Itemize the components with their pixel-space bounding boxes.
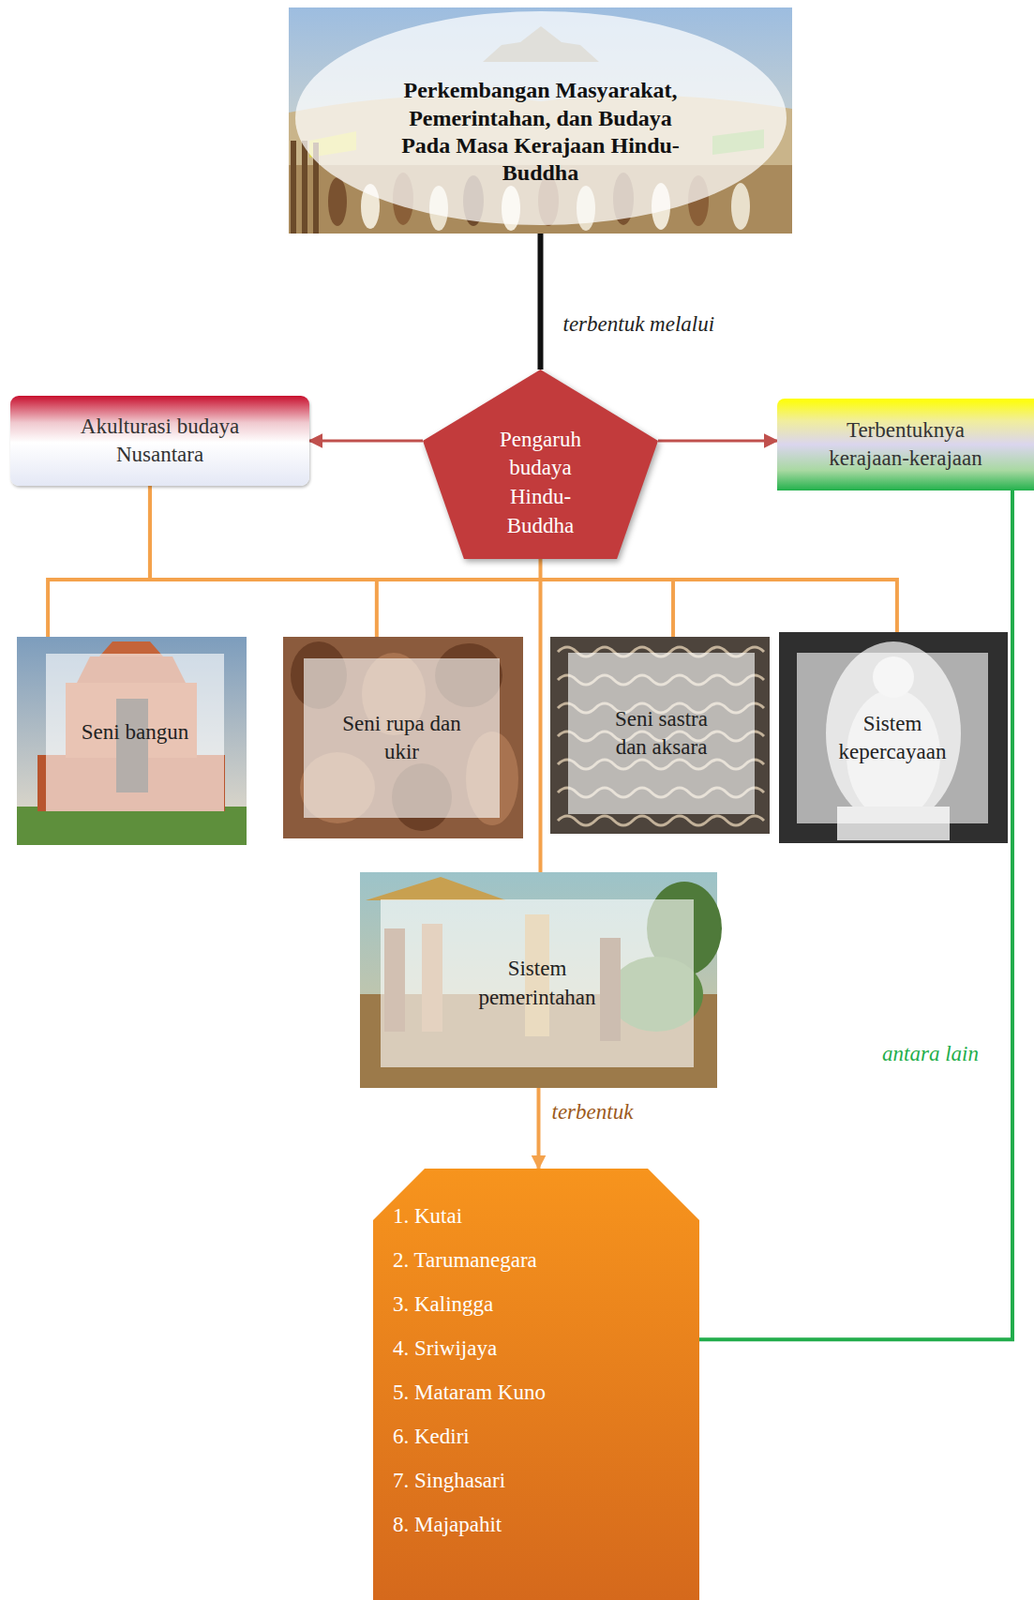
node-text: Pengaruh budaya Hindu-Buddha [488, 425, 593, 540]
text-holder: Terbentuknya kerajaan-kerajaan [777, 398, 1034, 491]
edge-label: terbentuk [552, 1098, 634, 1125]
image-card: Sistem pemerintahan [359, 871, 718, 1088]
image-card: Seni rupa dan ukir [283, 636, 524, 839]
text-holder: Pengaruh budaya Hindu-Buddha [488, 406, 593, 559]
text-holder: Akulturasi budaya Nusantara [10, 395, 310, 486]
illustration-shape [731, 182, 750, 230]
image-card: Seni sastra dan aksara [550, 636, 770, 834]
pentagon-node: Pengaruh budaya Hindu-Buddha [422, 369, 659, 559]
list-item: 5. Mataram Kuno [392, 1369, 546, 1414]
list-item: 1. Kutai [392, 1193, 463, 1238]
list-item: 6. Kediri [392, 1413, 470, 1458]
text-holder: Perkembangan Masyarakat, Pemerintahan, d… [382, 44, 699, 220]
category-box: Terbentuknya kerajaan-kerajaan [777, 398, 1034, 491]
illustration-shape [550, 636, 770, 834]
connector [149, 485, 377, 637]
pentagon-shape [422, 369, 659, 559]
illustration-shape [359, 871, 718, 1088]
illustration-shape [288, 7, 793, 234]
illustration-shape [16, 806, 247, 845]
text-panel: Seni rupa dan ukir [303, 658, 500, 818]
node-text: Sistem kepercayaan [822, 709, 963, 767]
list-item: 7. Singhasari [392, 1457, 506, 1502]
title-box: Perkembangan Masyarakat, Pemerintahan, d… [288, 7, 793, 234]
illustration-shape [365, 876, 507, 900]
text-panel: Sistem pemerintahan [380, 899, 694, 1067]
list-shape [373, 1168, 700, 1600]
list-item: 4. Sriwijaya [392, 1325, 497, 1370]
connector [699, 490, 1013, 1339]
edge-label: terbentuk melalui [563, 311, 716, 338]
connector [47, 485, 150, 637]
statue-photo [779, 631, 1008, 843]
illustration-shape [283, 636, 524, 839]
list-item: 3. Kalingga [392, 1281, 494, 1326]
text-panel: Seni bangun [45, 653, 225, 811]
illustration-shape [557, 815, 765, 825]
node-text: Terbentuknya kerajaan-kerajaan [811, 416, 1000, 474]
festival-painting [288, 7, 793, 234]
text-holder: 1. Kutai2. Tarumanegara3. Kalingga4. Sri… [373, 1168, 700, 1600]
node-text: Seni sastra dan aksara [598, 704, 725, 763]
node-text: Akulturasi budaya Nusantara [66, 412, 255, 470]
node-text: Sistem pemerintahan [466, 954, 608, 1012]
image-card: Sistem kepercayaan [779, 631, 1008, 843]
connector [658, 438, 778, 442]
kingdom-list: 1. Kutai2. Tarumanegara3. Kalingga4. Sri… [373, 1168, 700, 1600]
edge-label: antara lain [882, 1040, 979, 1067]
connector [538, 233, 544, 370]
list-item: 2. Tarumanegara [392, 1237, 538, 1282]
illustration-shape [301, 140, 308, 234]
text-panel: Sistem kepercayaan [796, 652, 989, 824]
illustration-shape [328, 177, 347, 226]
list-item: 8. Majapahit [392, 1501, 502, 1546]
image-card: Seni bangun [16, 636, 247, 845]
category-box: Akulturasi budaya Nusantara [10, 395, 310, 486]
illustration-shape [295, 11, 787, 225]
connector [539, 558, 543, 872]
node-text: Perkembangan Masyarakat, Pemerintahan, d… [390, 76, 691, 187]
inscription-photo [550, 636, 770, 834]
court-painting [359, 871, 722, 1088]
connector [537, 1087, 541, 1169]
illustration-shape [290, 140, 297, 234]
relief-photo [283, 636, 524, 839]
node-text: Seni rupa dan ukir [331, 709, 473, 767]
illustration-shape [779, 631, 1008, 843]
connector [309, 438, 423, 442]
node-text: Seni bangun [81, 718, 189, 747]
temple-photo [16, 636, 247, 845]
illustration-shape [16, 636, 247, 845]
text-panel: Seni sastra dan aksara [568, 652, 755, 814]
